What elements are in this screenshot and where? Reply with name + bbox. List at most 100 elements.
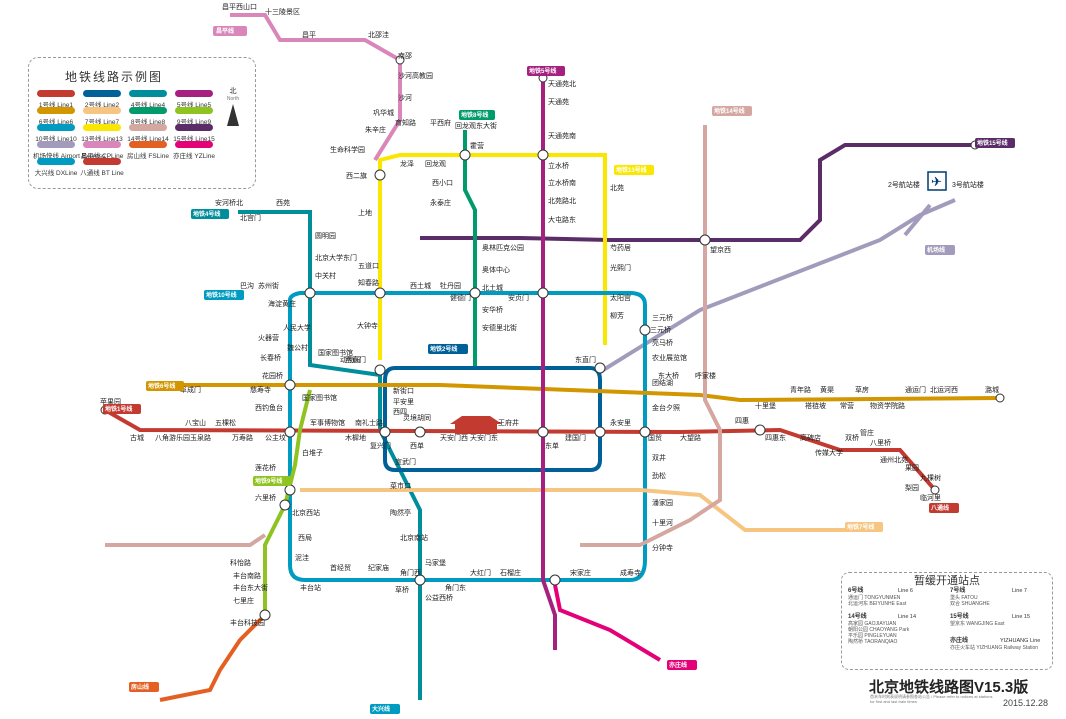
station-label: 管庄 (860, 428, 874, 437)
station-sihui[interactable] (754, 424, 766, 436)
station-qilizhuang[interactable] (279, 499, 291, 511)
station-label: 五棵松 (215, 418, 236, 427)
station-label: 芍药居 (610, 243, 631, 252)
station-label: 公益西桥 (425, 593, 453, 602)
station-lucheng[interactable] (995, 393, 1005, 403)
station-label: 回龙观 (425, 159, 446, 168)
line-tag-label: 地铁15号线 (977, 139, 1008, 147)
legend-item: 9号线 Line9 (171, 107, 217, 126)
station-label: 褡裢坡 (805, 401, 826, 410)
station-label: 八角游乐园 (155, 433, 190, 442)
station-tonglu[interactable] (930, 485, 940, 495)
station-gongzhufen[interactable] (284, 426, 296, 438)
station-dongdan[interactable] (537, 426, 549, 438)
station-label: 新街口 (393, 386, 414, 395)
map-title: 北京地铁线路图V15.3版 (869, 679, 1029, 696)
legend-label: 14号线 Line14 (127, 136, 169, 143)
station-jianguomen[interactable] (594, 426, 606, 438)
station-label: 大屯路东 (548, 215, 576, 224)
line-8 (463, 130, 477, 370)
station-label: 常营 (840, 401, 854, 410)
station-label: 金台夕照 (652, 403, 680, 412)
legend-swatch (83, 158, 121, 165)
line-tag-label: 房山线 (131, 683, 149, 691)
airport-t3-label: 3号航站楼 (952, 180, 984, 189)
legend-swatch (175, 107, 213, 114)
station-label: 长春桥 (260, 353, 281, 362)
line-tag-label: 八通线 (930, 504, 949, 512)
station-label: 黄渠 (820, 385, 834, 394)
station-label: 西小口 (432, 178, 453, 187)
station-label: 生命科学园 (330, 145, 365, 154)
legend-item: 10号线 Line10 (33, 124, 79, 143)
station-xizhimen[interactable] (374, 364, 386, 376)
station-beitucheng[interactable] (469, 287, 481, 299)
station-dongzhimen[interactable] (594, 362, 606, 374)
station-label: 八里桥 (870, 438, 891, 447)
suspended-group: 7号线 Line 7 垡头 FATOU 双合 SHUANGHE (950, 587, 1048, 607)
station-label: 九棵树 (920, 473, 941, 482)
station-wangjing[interactable] (699, 234, 711, 246)
station-fuxingmen[interactable] (379, 426, 391, 438)
station-label: 玉泉路 (190, 433, 211, 442)
station-label: 西土城 (410, 281, 431, 290)
station-songjiazhuang[interactable] (549, 574, 561, 586)
station-label: 安贞门 (508, 293, 529, 302)
station-label: 三元桥 (650, 325, 671, 334)
station-label: 北邵洼 (368, 30, 389, 39)
station-label: 上地 (358, 208, 372, 217)
legend-title: 地铁线路示例图 (64, 70, 163, 84)
legend-swatch (83, 124, 121, 131)
legend-label: 八通线 BT Line (80, 170, 124, 177)
station-huoying[interactable] (459, 149, 471, 161)
transfer-stations (100, 55, 1005, 621)
station-liuliqiao[interactable] (284, 484, 296, 496)
suspended-line-cn: 15号线 (950, 614, 969, 620)
legend-swatch (83, 90, 121, 97)
suspended-group: 亦庄线 YIZHUANG Line 亦庄火车站 YIZHUANG Railway… (950, 637, 1048, 651)
station-label: 柳芳 (610, 311, 624, 320)
legend-label: 机场快线 Airport Express (33, 153, 106, 160)
station-xierqi[interactable] (374, 169, 386, 181)
station-label: 木樨地 (345, 433, 366, 442)
suspended-line-en: YIZHUANG Line (1000, 638, 1041, 644)
line-tag-label: 地铁14号线 (714, 107, 745, 115)
station-jiaomenxi[interactable] (414, 574, 426, 586)
station-label: 回龙观东大街 (455, 121, 497, 130)
station-zhuxinzhuang[interactable] (395, 55, 405, 65)
station-label: 西局 (298, 534, 312, 542)
station-haidianhuangzhuang[interactable] (304, 287, 316, 299)
station-label: 物资学院路 (870, 401, 905, 410)
station-label: 太阳宫 (610, 293, 631, 302)
suspended-station: 高家园 GAOJIAYUAN (848, 621, 897, 627)
station-label: 国贸 (648, 433, 662, 442)
station-cishousi[interactable] (284, 379, 296, 391)
station-zhichunlu[interactable] (374, 287, 386, 299)
station-label: 草房 (855, 385, 869, 394)
station-huixinxijienankou[interactable] (537, 287, 549, 299)
station-label: 十里堡 (755, 401, 776, 410)
station-sanyuanqiao[interactable] (639, 324, 651, 336)
station-label: 十三陵景区 (265, 7, 300, 16)
station-label: 高碑店 (800, 433, 821, 442)
legend-swatch (37, 107, 75, 114)
station-guogongzhuang[interactable] (259, 609, 271, 621)
station-label: 昌平西山口 (222, 2, 257, 11)
station-guomao[interactable] (639, 426, 651, 438)
map-date: 2015.12.28 (1003, 698, 1049, 708)
legend-item: 4号线 Line4 (125, 90, 171, 109)
station-xidan[interactable] (414, 426, 426, 438)
svg-text:✈: ✈ (931, 175, 942, 190)
suspended-line-cn: 亦庄线 (950, 638, 969, 644)
station-label: 安德里北街 (482, 323, 517, 332)
station-label: 丰台科技园 (230, 618, 265, 627)
station-label: 慈寿寺 (250, 385, 271, 394)
station-label: 沙河高教园 (398, 71, 433, 80)
station-label: 十里河 (652, 518, 673, 527)
station-label: 北宫门 (240, 213, 261, 222)
station-label: 天通苑北 (548, 79, 576, 88)
station-label: 大红门 (470, 568, 491, 577)
station-lishuiqiao[interactable] (537, 149, 549, 161)
station-label: 马家堡 (425, 558, 446, 567)
suspended-group: 15号线 Line 15 望京东 WANGJING East (950, 613, 1048, 627)
